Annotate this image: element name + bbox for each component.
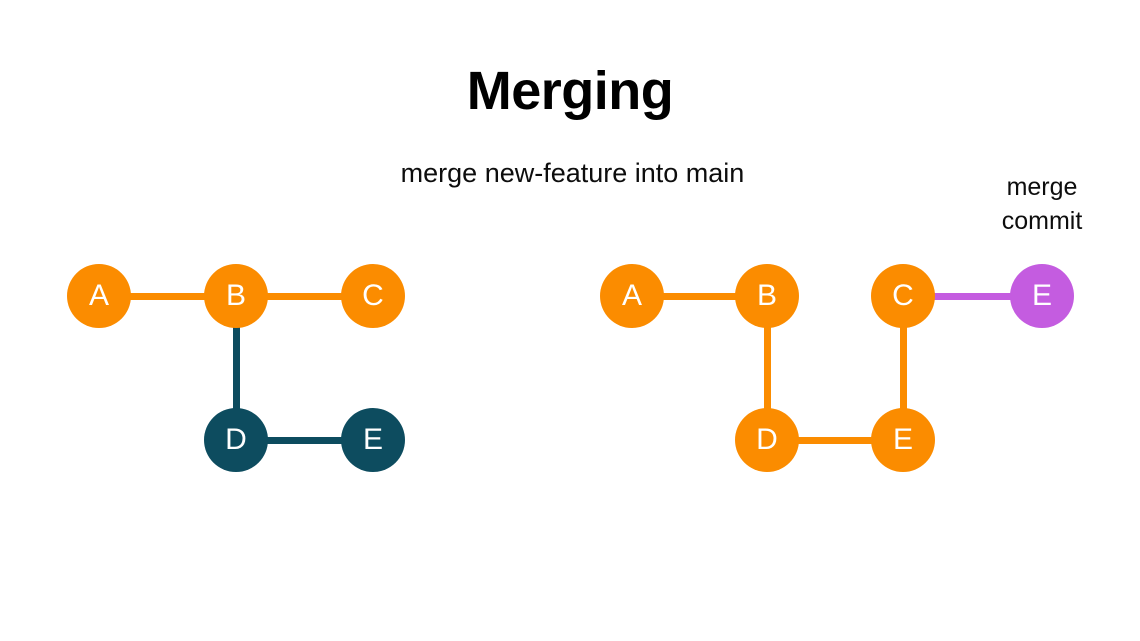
graph-node-e[interactable]: E [871, 408, 935, 472]
page-title: Merging [466, 61, 674, 121]
graph-node-label: E [1031, 279, 1052, 312]
graph-node-e[interactable]: E [1010, 264, 1074, 328]
graph-node-label: B [225, 279, 246, 312]
graph-node-c[interactable]: C [871, 264, 935, 328]
graph-node-label: C [892, 279, 914, 312]
graph-node-label: A [88, 279, 109, 312]
page-subtitle: merge new-feature into main [400, 158, 745, 188]
graph-edge [763, 296, 771, 440]
graph-node-label: A [621, 279, 642, 312]
graph-node-d[interactable]: D [204, 408, 268, 472]
graph-node-label: D [225, 423, 247, 456]
graph-node-label: B [756, 279, 777, 312]
merge-commit-annotation-line1: merge [1006, 173, 1078, 201]
graph-node-label: E [362, 423, 383, 456]
graph-edge [767, 436, 903, 444]
graph-node-b[interactable]: B [735, 264, 799, 328]
graph-node-label: C [362, 279, 384, 312]
graph-edge [632, 292, 767, 300]
graph-edge [232, 296, 240, 440]
graph-edge [236, 436, 373, 444]
graph-node-d[interactable]: D [735, 408, 799, 472]
graph-node-label: E [892, 423, 913, 456]
merge-commit-annotation: merge commit [952, 171, 1132, 239]
graph-node-a[interactable]: A [67, 264, 131, 328]
graph-node-label: D [756, 423, 778, 456]
graph-edge [236, 292, 373, 300]
merge-commit-annotation-line2: commit [1001, 206, 1083, 235]
graph-edge [99, 292, 236, 300]
graph-node-c[interactable]: C [341, 264, 405, 328]
graph-edge [899, 296, 907, 440]
graph-node-b[interactable]: B [204, 264, 268, 328]
graph-node-e[interactable]: E [341, 408, 405, 472]
graph-node-a[interactable]: A [600, 264, 664, 328]
graph-edge [903, 292, 1042, 300]
